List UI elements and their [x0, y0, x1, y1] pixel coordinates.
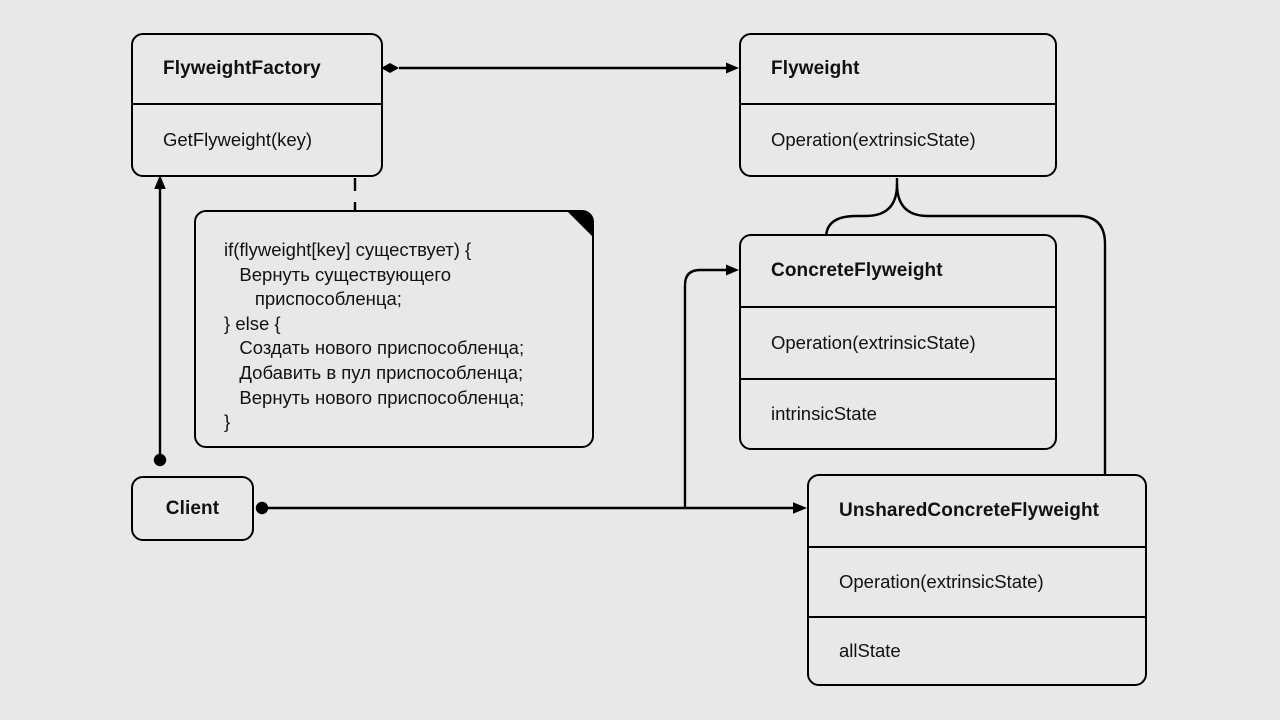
open-arrow-marker	[726, 62, 739, 74]
class-attribute-all-state: allState	[809, 616, 1145, 684]
note-getflyweight-pseudocode[interactable]: if(flyweight[key] существует) { Вернуть …	[194, 210, 594, 448]
open-arrow-marker	[726, 264, 739, 276]
class-box-flyweight-factory[interactable]: FlyweightFactory GetFlyweight(key)	[131, 33, 383, 177]
class-title-unshared-concrete-flyweight: UnsharedConcreteFlyweight	[839, 500, 1100, 521]
edge-client-uses-concrete-flyweight	[683, 264, 739, 508]
class-box-unshared-concrete-flyweight[interactable]: UnsharedConcreteFlyweight Operation(extr…	[807, 474, 1147, 686]
class-title-client: Client	[165, 497, 220, 519]
class-operation-getflyweight: GetFlyweight(key)	[133, 103, 381, 175]
class-operation-flyweight-operation: Operation(extrinsicState)	[741, 103, 1055, 175]
class-operation-concrete-flyweight-operation: Operation(extrinsicState)	[741, 306, 1055, 378]
edge-factory-aggregates-flyweight	[381, 62, 739, 74]
class-box-client[interactable]: Client	[131, 476, 254, 541]
open-arrow-marker	[154, 175, 166, 189]
open-arrow-marker	[793, 502, 807, 514]
class-attribute-intrinsic-state: intrinsicState	[741, 378, 1055, 448]
edge-client-uses-unshared-concrete-flyweight	[255, 501, 807, 515]
filled-ball-marker	[153, 453, 167, 467]
filled-ball-marker	[255, 501, 269, 515]
note-fold-corner-icon	[567, 211, 593, 237]
filled-diamond-marker	[381, 63, 399, 73]
class-title-flyweight-factory: FlyweightFactory	[163, 58, 321, 79]
class-operation-unshared-operation: Operation(extrinsicState)	[809, 546, 1145, 616]
class-box-concrete-flyweight[interactable]: ConcreteFlyweight Operation(extrinsicSta…	[739, 234, 1057, 450]
note-body-text: if(flyweight[key] существует) { Вернуть …	[224, 239, 525, 433]
class-title-flyweight: Flyweight	[771, 58, 860, 79]
class-title-concrete-flyweight: ConcreteFlyweight	[771, 260, 943, 281]
class-box-flyweight[interactable]: Flyweight Operation(extrinsicState)	[739, 33, 1057, 177]
edge-client-uses-factory	[153, 175, 167, 467]
